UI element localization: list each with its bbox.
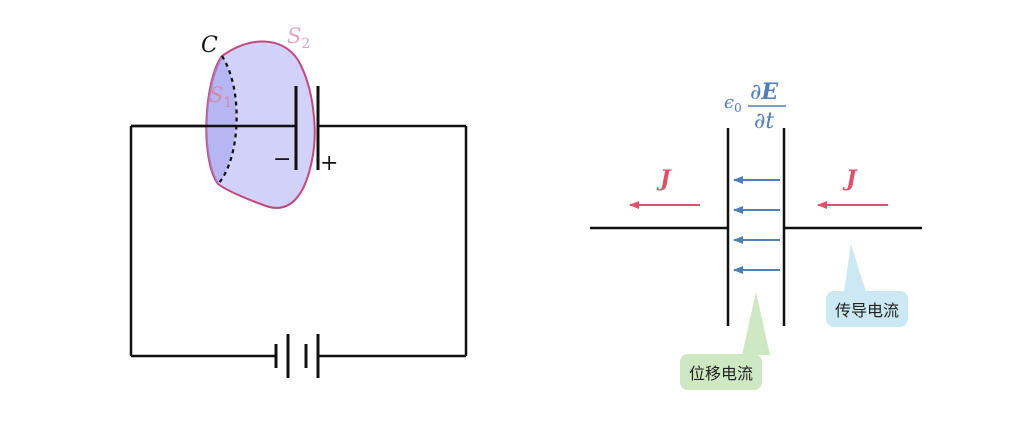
displacement-current-callout: 位移电流 (680, 354, 763, 390)
conduction-current-callout: 传导电流 (826, 291, 909, 327)
formula-denominator: ∂t (754, 109, 774, 134)
surface1-label: S1 (209, 83, 232, 111)
surface-s1-fill (206, 56, 236, 184)
current-left-label: J (656, 166, 672, 192)
surface2-label: S2 (287, 24, 310, 52)
displacement-callout-pointer (742, 292, 770, 355)
displacement-current-label: 位移电流 (689, 364, 754, 383)
current-right-label: J (842, 166, 858, 192)
formula-numerator: ∂E (750, 79, 779, 105)
curve-c-label: C (201, 33, 218, 58)
battery (274, 334, 320, 378)
epsilon-symbol: ϵ0 (724, 92, 742, 115)
conduction-callout-pointer (844, 244, 866, 292)
plus-sign: + (320, 151, 338, 176)
curve-c-dashed (217, 55, 238, 185)
right-capacitor (590, 128, 922, 326)
minus-sign: − (273, 147, 291, 172)
left-circuit (129, 124, 468, 358)
conduction-current-label: 传导电流 (835, 301, 900, 320)
